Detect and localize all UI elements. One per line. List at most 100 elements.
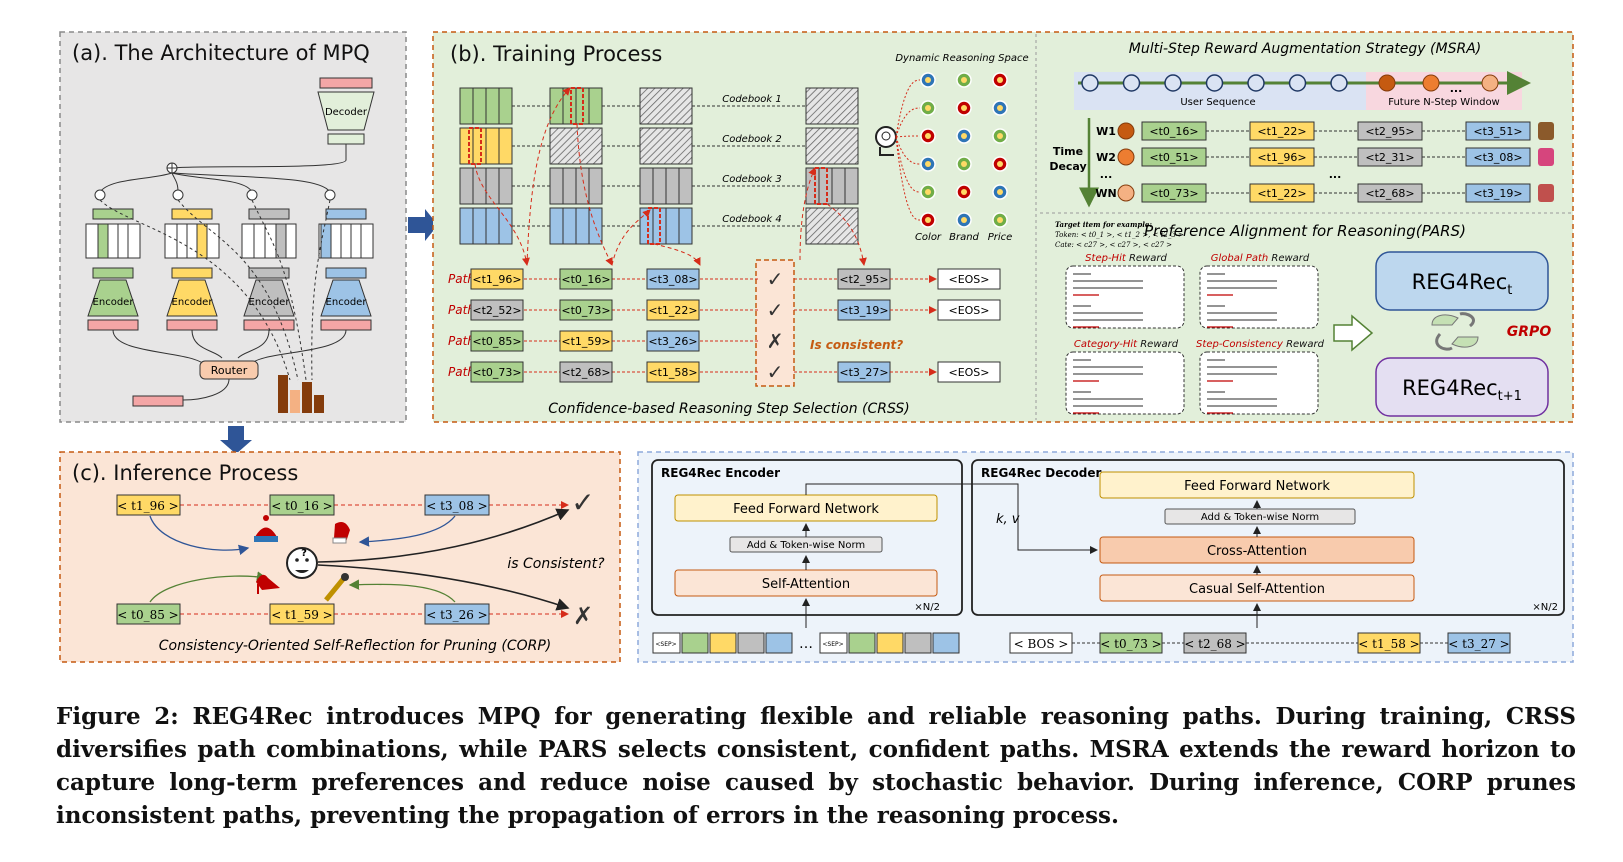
path-token-label: <t1_59> [561,335,610,348]
path-token-label: <t0_73> [561,304,610,317]
codebook-1-label: Codebook 1 [722,94,782,105]
item-thumbnail-icon [1538,184,1554,202]
msra-token-label: <t3_51> [1473,125,1522,138]
path-token-label: <t0_16> [561,273,610,286]
reasoning-space-icon-dot [997,189,1003,195]
path-token [646,330,700,352]
decoder-norm-label: Add & Token-wise Norm [1201,512,1319,523]
msra-weight-label: W1 [1096,125,1116,138]
encoder-norm-label: Add & Token-wise Norm [747,540,865,551]
path-next-token-label: <t3_19> [839,304,888,317]
path-next-token-label: <t3_27> [839,366,888,379]
path-token [470,299,524,321]
path-eos-label: <EOS> [948,304,989,317]
sequence-node [1205,74,1224,92]
sequence-node [1164,74,1182,92]
reasoning-space-icon-dot [961,105,967,111]
msra-token-label: <t3_19> [1473,187,1522,200]
msra-token-label: <t1_22> [1257,125,1306,138]
corp-label: Consistency-Oriented Self-Reflection for… [159,638,552,654]
model-t-label: REG4Rect [1412,270,1513,298]
msra-token [1141,183,1207,203]
arrow-a-to-b [408,209,438,241]
reasoning-space-icon-dot [961,77,967,83]
codebook-4-label: Codebook 4 [722,214,782,225]
reasoning-space-icon-dot [961,133,967,139]
reward-box [1065,351,1185,415]
decoder-norm [1164,508,1356,525]
reward-title: Category-Hit Reward [1074,339,1179,350]
target-cate: Cate: < c27 >, < c27 >, < c27 > [1055,241,1172,249]
sequence-node [1288,74,1307,92]
space-label-price: Price [988,232,1013,243]
encoder-label-2: Encoder [172,297,214,308]
path-token-label: <t2_68> [561,366,610,379]
path-token [559,361,613,383]
msra-token-label: <t0_16> [1149,125,1198,138]
c-row2-token-3: < t3_26 > [426,608,487,622]
target-item-label: Target item for example: [1055,220,1152,229]
path-eos-token [937,361,1001,383]
encoder-label-4: Encoder [326,297,368,308]
msra-token [1465,183,1531,203]
reasoning-space-icon-dot [997,105,1003,111]
target-token: Token: < t0_1 >, < t1_2 >, < t2_3 > [1055,231,1184,239]
sequence-node [1330,74,1348,92]
decoder-input-4: < t1_58 > [1358,637,1419,651]
decoder-input-2: < t0_73 > [1100,637,1161,651]
decoder-repeat: ×N/2 [1532,602,1558,613]
path-check-icon: ✓ [767,360,784,384]
panel-b: (b). Training Process [432,31,1574,423]
reasoning-space-icon-dot [925,77,931,83]
decoder-ffn-label: Feed Forward Network [1184,479,1330,494]
reward-title: Step-Hit Reward [1085,253,1167,264]
path-check-icon: ✓ [767,298,784,322]
panel-c: (c). Inference Process < t1_96 > < t0_16… [59,451,621,663]
model-t-box [1375,251,1549,311]
msra-token-label: <t2_31> [1365,151,1414,164]
path-token-label: <t3_08> [648,273,697,286]
c-cross-icon: ✗ [573,602,593,630]
encoder-column-3: Encoder [241,189,297,331]
reasoning-paths: Path 1<t1_96><t0_16><t3_08>✓<t2_95><EOS>… [448,267,1001,384]
thinking-head-icon [875,126,897,156]
is-consistent-label: Is consistent? [810,338,903,352]
encoder-title: REG4Rec Encoder [661,466,780,480]
codebook-grid [459,87,859,245]
figure-diagram: (a). The Architecture of MPQ Decoder Enc… [59,31,1574,663]
path-eos-token [937,299,1001,321]
codebook-3-label: Codebook 3 [722,174,782,185]
msra-token [1249,121,1315,141]
decoder-casual-label: Casual Self-Attention [1189,582,1325,597]
heel-shoe-icon [256,574,280,594]
encoder-repeat: ×N/2 [914,602,940,613]
path-token-label: <t1_96> [472,273,521,286]
dynamic-space-icons [895,72,1008,228]
msra-token [1465,121,1531,141]
space-label-brand: Brand [949,232,979,243]
msra-weight-node [1117,184,1135,202]
reasoning-space-icon-dot [997,133,1003,139]
encoder-dots: … [799,636,813,652]
thinking-face-icon: ? [286,547,318,579]
encoder-attn-label: Self-Attention [762,577,850,592]
model-t1-label: REG4Rect+1 [1402,376,1522,404]
panel-c-title: (c). Inference Process [72,461,298,485]
path-token [646,268,700,290]
future-node [1481,74,1499,92]
panel-a: (a). The Architecture of MPQ Decoder Enc… [59,31,407,423]
path-token [559,299,613,321]
msra-token-label: <t3_08> [1473,151,1522,164]
kv-connection [805,483,1098,554]
codebook-2-label: Codebook 2 [722,134,782,145]
path-check-icon: ✗ [767,329,784,353]
path-token-label: <t1_22> [648,304,697,317]
path-token [559,268,613,290]
msra-weight-node [1117,148,1135,166]
msra-token [1141,147,1207,167]
reward-box [1199,265,1319,329]
c-row1-token-2: < t0_16 > [271,499,332,513]
reasoning-space-icon-dot [961,189,967,195]
reasoning-space-icon-dot [961,161,967,167]
